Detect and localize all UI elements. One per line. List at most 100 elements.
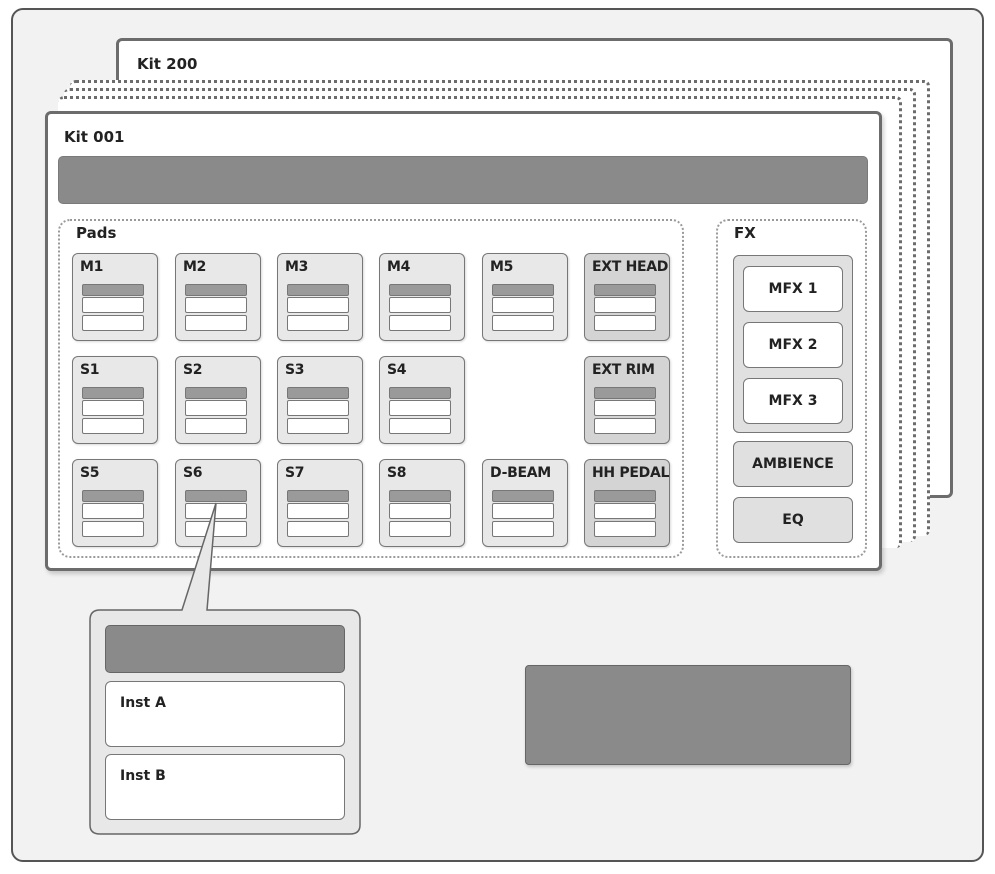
pad-slot-1 [389, 400, 451, 416]
pad-slot-2 [185, 418, 247, 434]
pad-slot-2 [287, 418, 349, 434]
eq-block: EQ [733, 497, 853, 543]
pad-slot-1 [82, 400, 144, 416]
pad-slot-header [82, 284, 144, 296]
pad-s7: S7 [277, 459, 363, 547]
pad-s5: S5 [72, 459, 158, 547]
inst-b-slot: Inst B [105, 754, 345, 820]
setup-block [525, 665, 851, 765]
pad-slot-header [492, 490, 554, 502]
pad-m1: M1 [72, 253, 158, 341]
pad-label: M3 [285, 259, 309, 275]
pad-slot-2 [82, 521, 144, 537]
pad-slot-1 [82, 503, 144, 519]
pad-slot-2 [492, 315, 554, 331]
pad-slot-2 [82, 315, 144, 331]
pad-slot-2 [594, 521, 656, 537]
instrument-header-bar [105, 625, 345, 673]
pad-slot-header [82, 490, 144, 502]
pads-group: Pads [58, 219, 684, 558]
inst-a-label: Inst A [120, 695, 166, 711]
pad-slot-1 [287, 503, 349, 519]
pad-label: S5 [80, 465, 100, 481]
pad-slot-1 [287, 400, 349, 416]
pad-slot-1 [594, 297, 656, 313]
pad-label: S3 [285, 362, 305, 378]
pad-d-beam: D-BEAM [482, 459, 568, 547]
pad-slot-1 [389, 503, 451, 519]
pad-slot-1 [185, 297, 247, 313]
pad-label: S7 [285, 465, 305, 481]
pad-s8: S8 [379, 459, 465, 547]
pad-slot-2 [287, 315, 349, 331]
fx-title: FX [734, 224, 756, 242]
pad-slot-header [287, 490, 349, 502]
pad-m4: M4 [379, 253, 465, 341]
inst-b-label: Inst B [120, 768, 166, 784]
pad-slot-header [594, 490, 656, 502]
pad-slot-1 [389, 297, 451, 313]
pad-label: M2 [183, 259, 207, 275]
pad-slot-2 [389, 418, 451, 434]
pad-s3: S3 [277, 356, 363, 444]
fx-group: FX [716, 219, 867, 558]
pad-slot-header [389, 284, 451, 296]
pad-label: HH PEDAL [592, 465, 670, 481]
mfx-container: MFX 1 MFX 2 MFX 3 [733, 255, 853, 433]
pad-slot-2 [185, 315, 247, 331]
pad-slot-2 [594, 418, 656, 434]
pad-slot-1 [492, 503, 554, 519]
pad-m5: M5 [482, 253, 568, 341]
pad-slot-2 [82, 418, 144, 434]
pad-slot-header [287, 387, 349, 399]
ambience-block: AMBIENCE [733, 441, 853, 487]
inst-a-slot: Inst A [105, 681, 345, 747]
pad-hh-pedal: HH PEDAL [584, 459, 670, 547]
pad-slot-header [389, 490, 451, 502]
pad-slot-header [185, 284, 247, 296]
pad-slot-2 [389, 315, 451, 331]
kit-common-bar [58, 156, 868, 204]
pad-s1: S1 [72, 356, 158, 444]
pad-label: D-BEAM [490, 465, 551, 481]
pad-slot-2 [492, 521, 554, 537]
pad-slot-1 [492, 297, 554, 313]
pad-s2: S2 [175, 356, 261, 444]
pad-slot-1 [594, 400, 656, 416]
pad-label: S1 [80, 362, 100, 378]
pad-slot-header [185, 387, 247, 399]
pads-title: Pads [76, 224, 117, 242]
pad-slot-2 [389, 521, 451, 537]
pad-s4: S4 [379, 356, 465, 444]
mfx-1-block: MFX 1 [743, 266, 843, 312]
pad-label: M4 [387, 259, 411, 275]
pad-slot-header [82, 387, 144, 399]
mfx-3-block: MFX 3 [743, 378, 843, 424]
mfx-2-block: MFX 2 [743, 322, 843, 368]
pad-slot-1 [185, 400, 247, 416]
pad-slot-2 [287, 521, 349, 537]
pad-slot-1 [185, 503, 247, 519]
pad-ext-head: EXT HEAD [584, 253, 670, 341]
pad-slot-header [492, 284, 554, 296]
pad-slot-2 [594, 315, 656, 331]
pad-ext-rim: EXT RIM [584, 356, 670, 444]
pad-slot-header [594, 387, 656, 399]
kit-200-label: Kit 200 [137, 55, 198, 73]
kit-001-label: Kit 001 [64, 128, 125, 146]
pad-label: S4 [387, 362, 407, 378]
pad-label: M5 [490, 259, 514, 275]
pad-slot-header [594, 284, 656, 296]
pad-slot-header [389, 387, 451, 399]
pad-slot-1 [287, 297, 349, 313]
pad-label: S8 [387, 465, 407, 481]
pad-m3: M3 [277, 253, 363, 341]
pad-label: S2 [183, 362, 203, 378]
pad-label: EXT HEAD [592, 259, 669, 275]
pad-slot-2 [185, 521, 247, 537]
pad-label: EXT RIM [592, 362, 655, 378]
pad-m2: M2 [175, 253, 261, 341]
pad-slot-1 [82, 297, 144, 313]
pad-slot-header [287, 284, 349, 296]
pad-label: S6 [183, 465, 203, 481]
